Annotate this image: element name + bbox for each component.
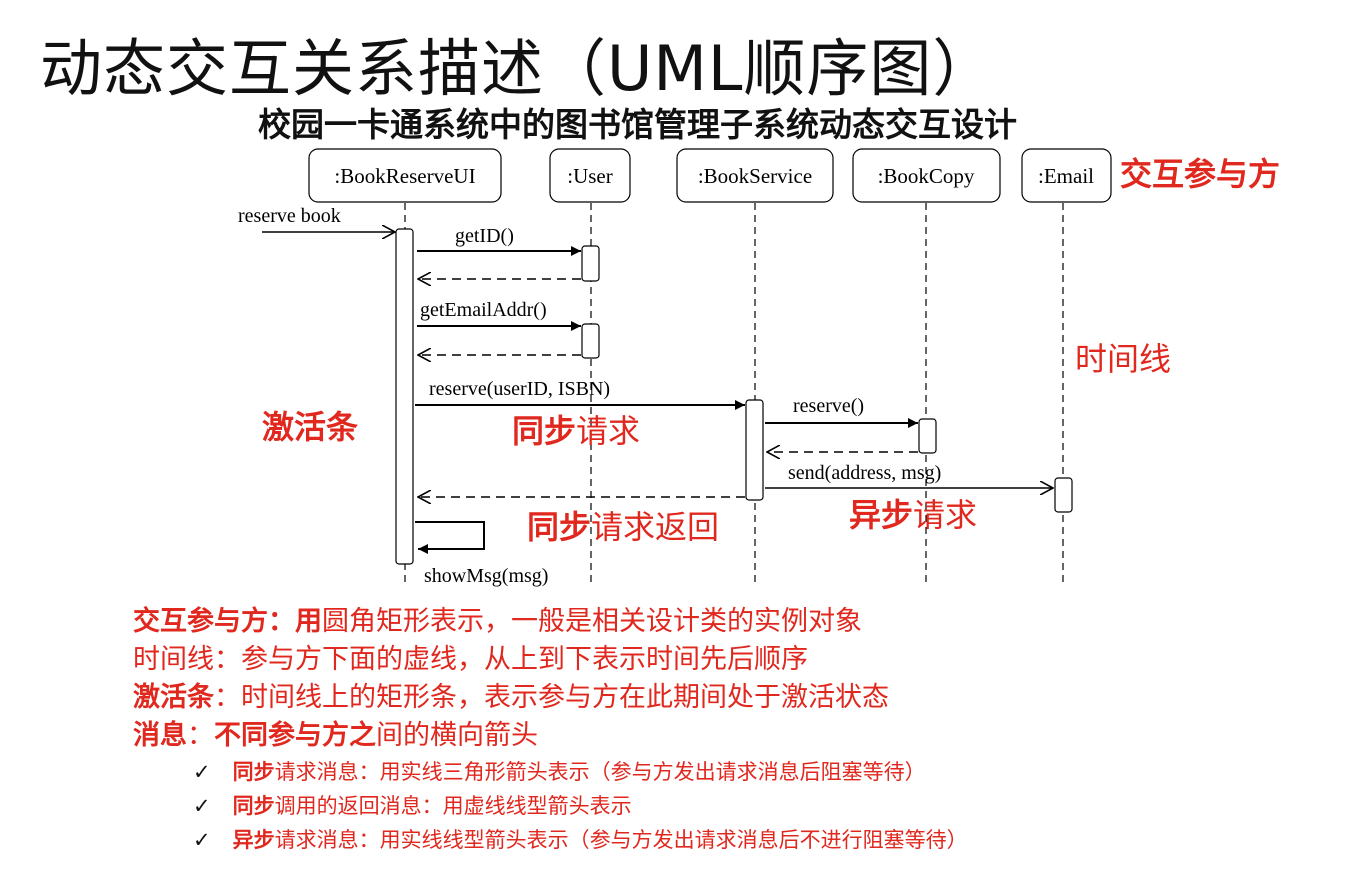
note-sync-return: ✓同步调用的返回消息：用虚线线型箭头表示 xyxy=(193,794,632,818)
participant-box-bookservice xyxy=(676,148,834,203)
annotation-async-request-rest: 请求 xyxy=(913,496,977,534)
participant-email: :Email xyxy=(1038,164,1094,188)
annotation-async-request: 异步请求 xyxy=(849,496,977,534)
participant-user: :User xyxy=(567,164,613,188)
message-label-send: send(address, msg) xyxy=(788,462,941,484)
annotation-sync-request-rest: 请求 xyxy=(576,412,640,450)
note-sync-request: ✓同步请求消息：用实线三角形箭头表示（参与方发出请求消息后阻塞等待） xyxy=(193,760,926,784)
annotation-sync-return: 同步请求返回 xyxy=(527,508,719,546)
message-showmsg xyxy=(415,521,485,554)
activation-bar-user-2 xyxy=(581,323,600,359)
page-subtitle: 校园一卡通系统中的图书馆管理子系统动态交互设计 xyxy=(258,105,1017,144)
participant-box-bookreserveui xyxy=(308,148,502,203)
participant-bookservice: :BookService xyxy=(698,164,812,188)
message-label-reserve: reserve() xyxy=(793,395,864,417)
activation-bar-email xyxy=(1054,477,1073,513)
participant-bookreserveui: :BookReserveUI xyxy=(334,164,475,188)
note-async-request: ✓异步请求消息：用实线线型箭头表示（参与方发出请求消息后不进行阻塞等待） xyxy=(193,828,968,852)
annotation-participants: 交互参与方 xyxy=(1120,155,1280,193)
page-title: 动态交互关系描述（UML顺序图） xyxy=(40,32,996,105)
activation-bar-user-1 xyxy=(581,245,600,282)
note-message: 消息：不同参与方之间的横向箭头 xyxy=(133,720,538,751)
annotation-activation-bar: 激活条 xyxy=(262,408,358,446)
annotation-async-request-bold: 异步 xyxy=(849,496,913,534)
message-label-getid: getID() xyxy=(455,225,514,247)
participant-bookcopy: :BookCopy xyxy=(878,164,975,188)
legend-notes: 交互参与方：用圆角矩形表示，一般是相关设计类的实例对象 时间线：参与方下面的虚线… xyxy=(133,603,968,857)
message-label-getemailaddr: getEmailAddr() xyxy=(420,299,547,321)
message-label-reserve-book: reserve book xyxy=(238,205,341,227)
sequence-diagram: :BookReserveUI :User :BookService :BookC… xyxy=(238,148,1280,587)
note-lifeline: 时间线：参与方下面的虚线，从上到下表示时间先后顺序 xyxy=(133,644,808,675)
checkmark-icon: ✓ xyxy=(193,794,211,818)
participant-box-email xyxy=(1021,148,1112,203)
annotation-sync-return-bold: 同步 xyxy=(527,508,591,546)
note-participants: 交互参与方：用圆角矩形表示，一般是相关设计类的实例对象 xyxy=(133,606,862,637)
activation-bar-bookcopy xyxy=(918,418,937,454)
message-label-showmsg: showMsg(msg) xyxy=(424,565,548,587)
annotation-sync-request: 同步请求 xyxy=(512,412,640,450)
checkmark-icon: ✓ xyxy=(193,828,211,852)
annotation-lifeline: 时间线 xyxy=(1075,340,1171,378)
note-activation: 激活条：时间线上的矩形条，表示参与方在此期间处于激活状态 xyxy=(133,682,889,713)
activation-bar-bookreserveui xyxy=(395,228,414,565)
participant-box-user xyxy=(549,148,631,203)
annotation-sync-return-rest: 请求返回 xyxy=(591,508,719,546)
annotation-sync-request-bold: 同步 xyxy=(512,412,576,450)
message-label-reserve-userid-isbn: reserve(userID, ISBN) xyxy=(429,378,610,400)
participant-box-bookcopy xyxy=(852,148,1001,203)
activation-bar-bookservice xyxy=(745,399,764,501)
checkmark-icon: ✓ xyxy=(193,760,211,784)
